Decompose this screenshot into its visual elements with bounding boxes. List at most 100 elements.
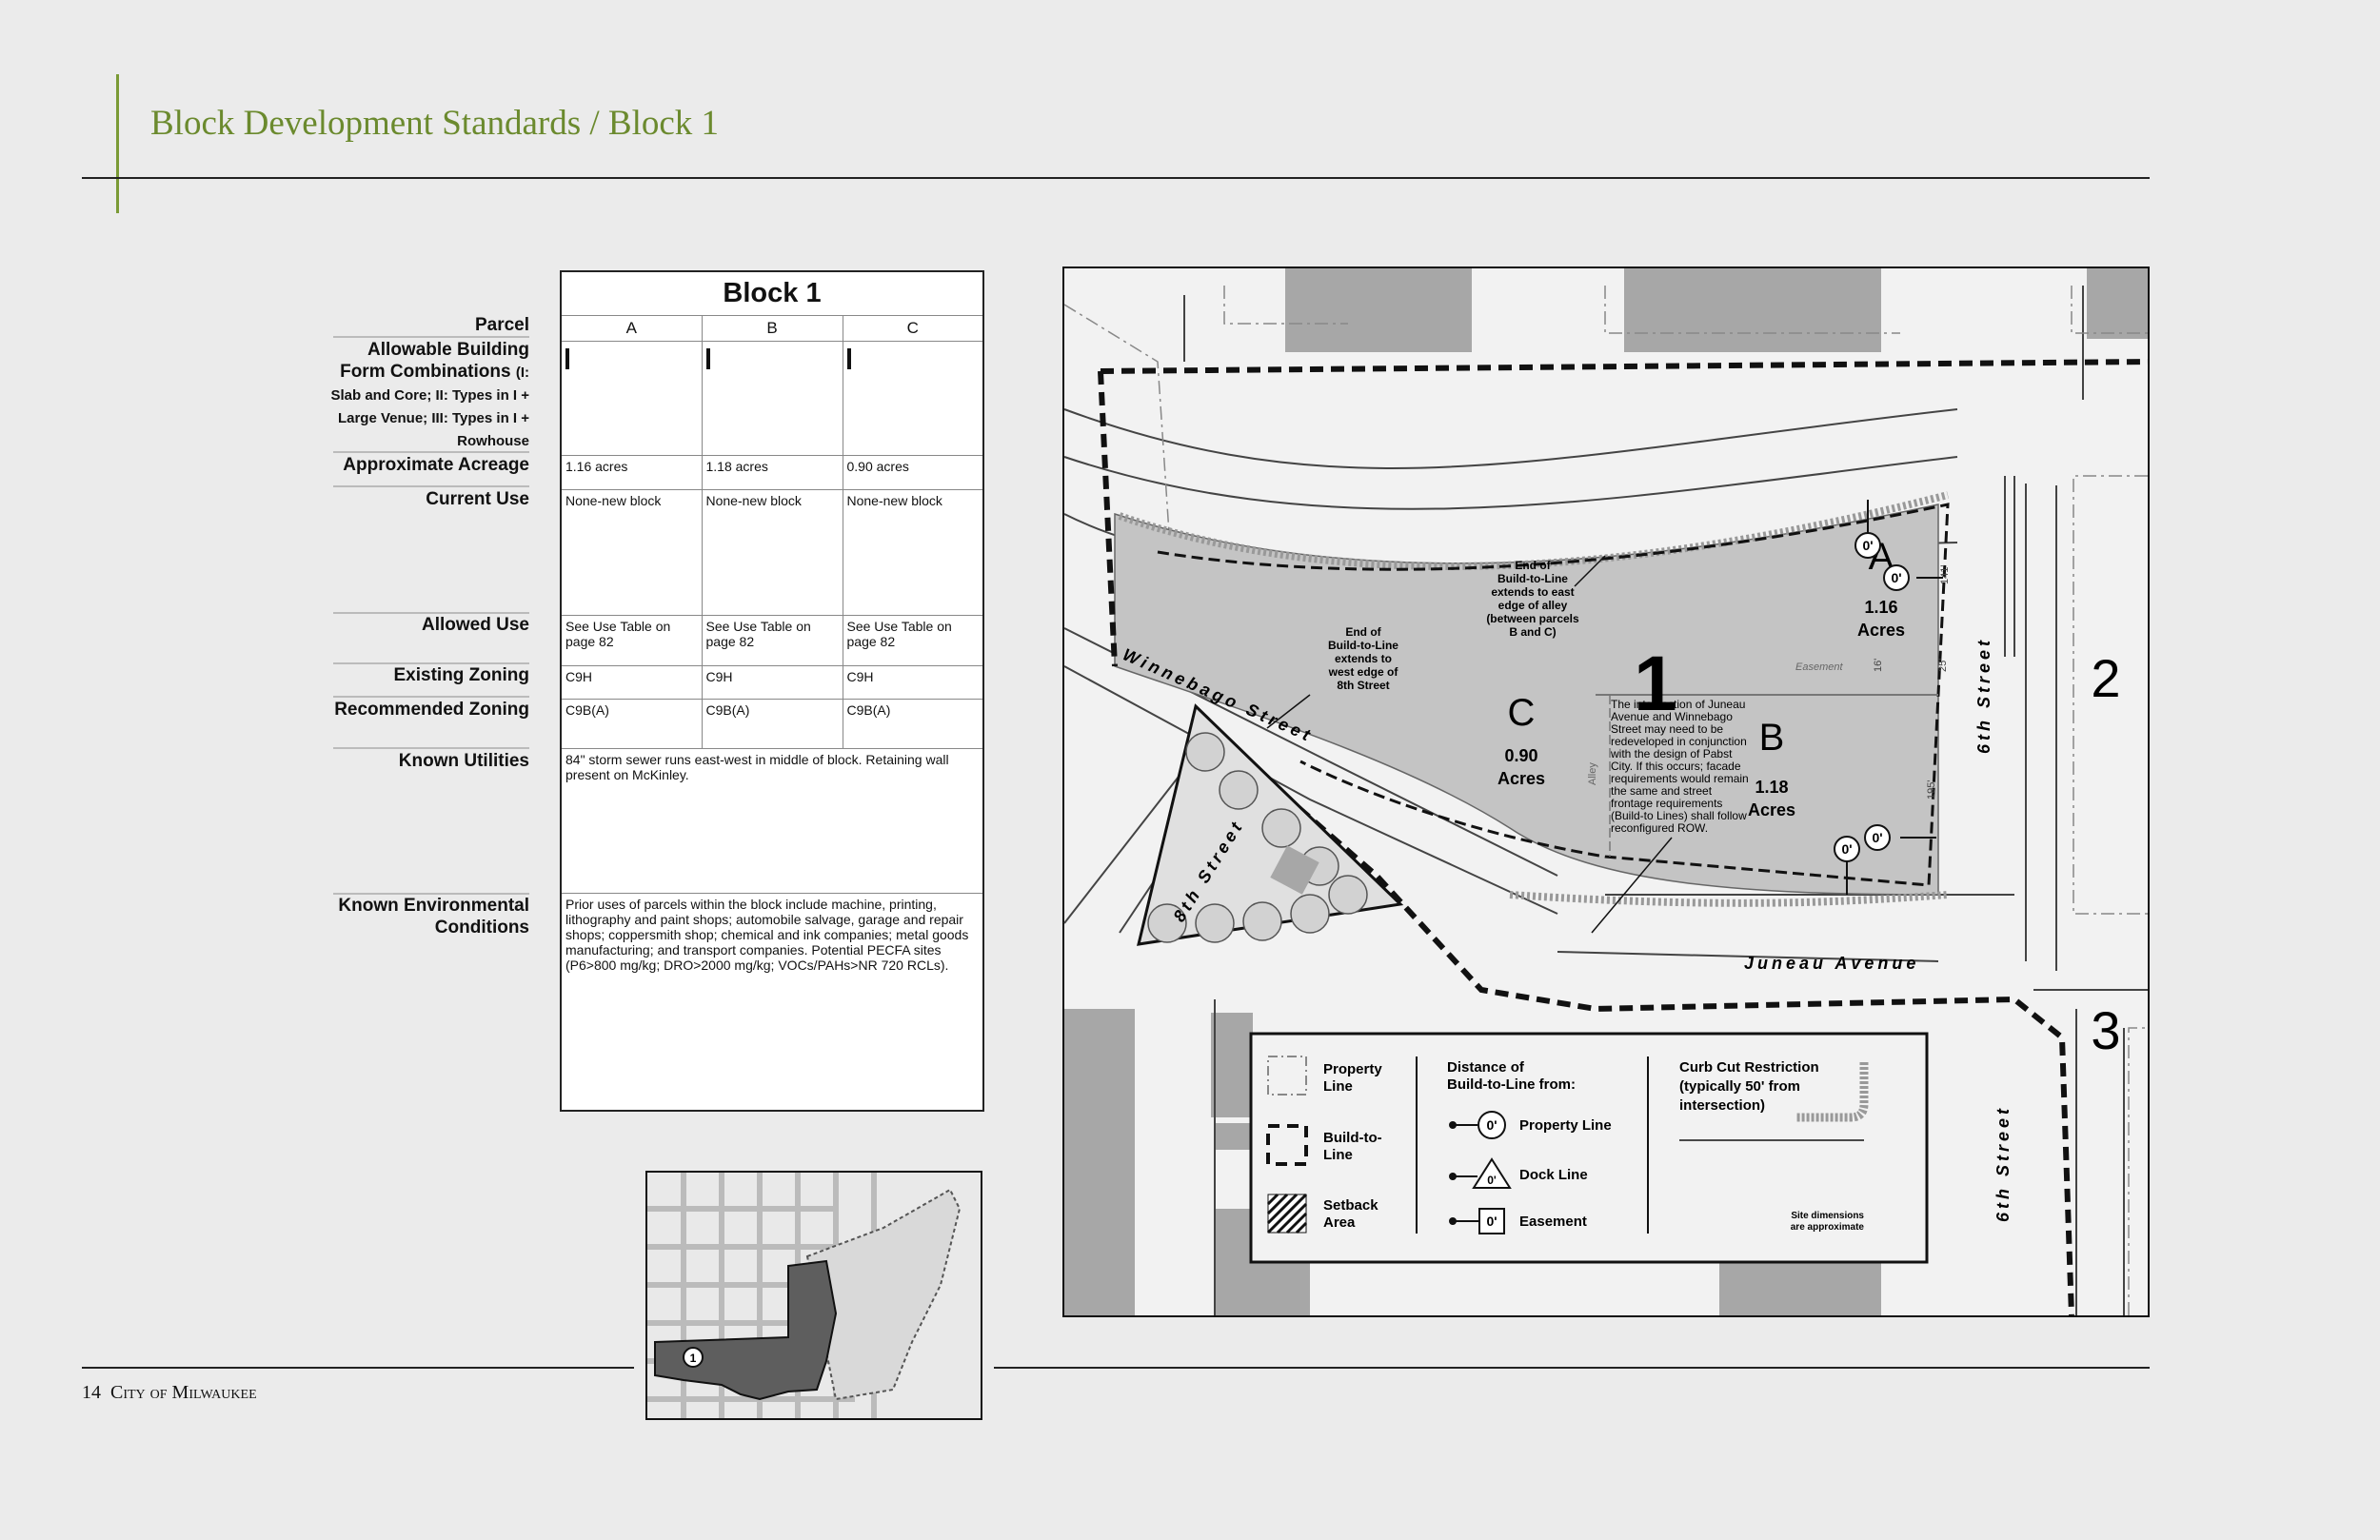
dock-line-distance-symbol: 0' (1449, 1157, 1512, 1189)
label-separator (333, 662, 529, 664)
note-line: with the design of Pabst (1610, 747, 1733, 760)
park-trees (1147, 732, 1368, 943)
parcel-a-acres-value: 1.16 (1864, 598, 1897, 617)
page-title: Block Development Standards / Block 1 (150, 104, 720, 143)
parcel-header-a: A (560, 315, 703, 342)
legend-heading: (typically 50' from (1679, 1078, 1800, 1095)
label-parcel: Parcel (474, 315, 529, 335)
allowed-use-cell: See Use Table on page 82 (560, 615, 703, 666)
current-use-cell: None-new block (701, 489, 843, 616)
building-footprint (1215, 1123, 1253, 1150)
note-line: extends to east (1491, 585, 1574, 599)
note-west-end: End of Build-to-Line extends to west edg… (1328, 625, 1399, 692)
note-line: Street may need to be (1611, 722, 1723, 736)
block-site-plan-map: 1 A 1.16 Acres B 1.18 Acres C 0.90 Acres… (1062, 267, 2150, 1317)
zero-marker-text: 0' (1872, 830, 1882, 845)
recommended-zoning-cell: C9B(A) (560, 699, 703, 749)
adjacent-block-3: 3 (2091, 1000, 2120, 1060)
note-leader (1574, 555, 1606, 587)
inset-block-marker-label: 1 (690, 1352, 697, 1365)
label-separator (333, 336, 529, 338)
note-line: B and C) (1509, 625, 1556, 639)
inset-district-outline (805, 1188, 962, 1401)
easement-label: Easement (1795, 661, 1843, 673)
park-structure (1270, 845, 1319, 895)
existing-zoning-cell: C9H (842, 665, 984, 700)
label-building-forms-main: Allowable Building Form Combinations (340, 340, 529, 382)
label-separator (333, 451, 529, 453)
site-dimension-note: Site dimensions (1791, 1211, 1864, 1221)
zero-marker-text: 0' (1891, 570, 1901, 585)
note-line: redeveloped in conjunction (1611, 735, 1747, 748)
environmental-cell: Prior uses of parcels within the block i… (560, 893, 984, 1112)
legend-label: Easement (1519, 1214, 1587, 1230)
note-line: (Build-to Lines) shall follow (1611, 809, 1747, 822)
building-footprint (1211, 1013, 1253, 1117)
note-line: 8th Street (1337, 679, 1389, 692)
parcel-header-c: C (842, 315, 984, 342)
page-number: 14 (82, 1382, 101, 1403)
parcel-c-acres-value: 0.90 (1504, 746, 1537, 765)
note-line: Build-to-Line (1328, 639, 1398, 652)
building-footprint (2087, 268, 2148, 339)
acreage-cell: 0.90 acres (842, 455, 984, 490)
acreage-cell: 1.16 acres (560, 455, 703, 490)
note-line: frontage requirements (1611, 797, 1722, 810)
note-line: edge of alley (1498, 599, 1568, 612)
easement-distance-symbol: 0' (1449, 1208, 1505, 1234)
label-existing-zoning: Existing Zoning (393, 665, 530, 685)
note-line: requirements would remain (1611, 772, 1749, 785)
legend-label: Property (1323, 1061, 1382, 1077)
street-label-6th-south: 6th Street (1993, 1105, 2013, 1222)
label-recommended-zoning: Recommended Zoning (334, 700, 529, 720)
building-form-marker (565, 348, 569, 369)
building-form-marker (846, 348, 851, 369)
zero-marker-text: 0' (1486, 1214, 1497, 1229)
current-use-cell: None-new block (560, 489, 703, 616)
alley-label: Alley (1587, 762, 1598, 785)
footer-rule-left (82, 1367, 634, 1369)
legend-label: Dock Line (1519, 1167, 1588, 1183)
property-line-swatch (1267, 1056, 1307, 1096)
adjacent-block-2: 2 (2091, 648, 2120, 708)
table-title: Block 1 (560, 270, 984, 316)
build-to-line (1098, 370, 1118, 667)
zero-distance-markers: 0' 0' 0' 0' (1834, 500, 1943, 895)
curb-cut-swatch (1795, 1062, 1869, 1122)
note-line: Build-to-Line (1497, 572, 1568, 585)
building-form-cell (701, 341, 843, 456)
building-form-cell (560, 341, 703, 456)
legend-label: Setback (1323, 1197, 1378, 1214)
zero-marker-text: 0' (1862, 538, 1873, 553)
allowed-use-cell: See Use Table on page 82 (842, 615, 984, 666)
site-dimension-note: are approximate (1791, 1222, 1865, 1233)
dimension-label: 16' (1873, 659, 1884, 672)
legend-heading: Build-to-Line from: (1447, 1076, 1576, 1093)
label-separator (333, 893, 529, 895)
zero-marker (1864, 824, 1891, 851)
parcel-b-acres-unit: Acres (1748, 800, 1795, 819)
header-accent-bar (116, 74, 119, 213)
label-current-use: Current Use (426, 489, 529, 509)
street-label-6th-north: 6th Street (1974, 637, 1993, 754)
label-building-forms: Allowable Building Form Combinations (I:… (329, 339, 529, 452)
parcel-c-acres-unit: Acres (1497, 769, 1545, 788)
zero-marker-text: 0' (1487, 1174, 1497, 1187)
allowed-use-cell: See Use Table on page 82 (701, 615, 843, 666)
label-allowed-use: Allowed Use (422, 615, 529, 635)
parcel-c-letter: C (1508, 692, 1536, 734)
note-leader (1591, 837, 1673, 934)
legend-label: Line (1323, 1147, 1353, 1163)
parcel-b-acres-value: 1.18 (1755, 778, 1788, 797)
legend-label: Property Line (1519, 1117, 1612, 1134)
note-line: (between parcels (1486, 612, 1579, 625)
note-line: Avenue and Winnebago (1611, 710, 1733, 723)
label-separator (333, 747, 529, 749)
label-separator (333, 696, 529, 698)
label-environmental: Known Environmental Conditions (338, 896, 529, 938)
zero-marker (1834, 836, 1860, 862)
building-form-cell (842, 341, 984, 456)
label-known-utilities: Known Utilities (398, 751, 529, 771)
legend-label: Line (1323, 1078, 1353, 1095)
label-separator (333, 612, 529, 614)
